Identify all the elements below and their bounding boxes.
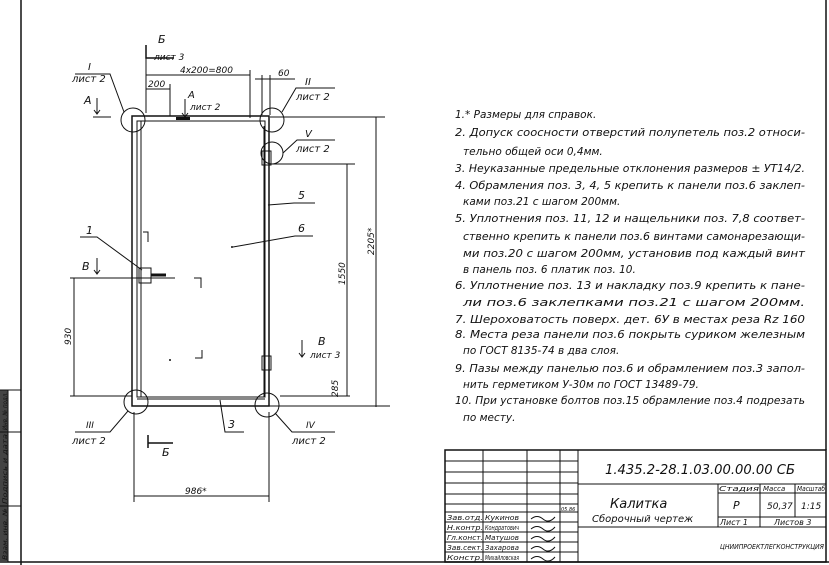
note-line: по месту. (463, 412, 515, 424)
signature-role: Зав.отд. (447, 514, 483, 522)
signature-role: Зав.сект. (447, 544, 483, 552)
title-block: 1.435.2-28.1.03.00.00.00 СБ Калитка Сбор… (444, 449, 827, 563)
position-1: 1 (86, 224, 93, 237)
signature-mark (530, 556, 556, 562)
side-stamp-replace: Взам. инв. № (2, 508, 9, 560)
note-line: 1.* Размеры для справок. (455, 109, 596, 121)
side-stamp: Инв. № подл. Подпись и дата Взам. инв. № (0, 389, 21, 562)
note-line: тельно общей оси 0,4мм. (463, 146, 603, 158)
note-line: нить герметиком У-30м по ГОСТ 13489-79. (463, 379, 699, 391)
doc-type: Сборочный чертеж (592, 513, 693, 525)
signature-mark (530, 536, 556, 542)
note-line: ственно крепить к панели поз.6 винтами с… (463, 231, 805, 243)
callout-ii-sheet: лист 2 (295, 92, 330, 103)
technical-notes: 1.* Размеры для справок. 2. Допуск соосно… (455, 109, 806, 424)
dim-285: 285 (331, 380, 341, 397)
callout-b-top: Б (158, 33, 166, 46)
note-line: 9. Пазы между панелью поз.6 и обрамление… (455, 363, 805, 375)
side-stamp-inv: Инв. № подл. (2, 392, 9, 430)
side-stamp-sign: Подпись и дата (2, 434, 9, 504)
signature-mark (530, 516, 556, 522)
dim-60: 60 (278, 69, 290, 79)
callout-v-sheet: лист 2 (295, 144, 330, 155)
organization: ЦНИИПРОЕКТЛЕГКОНСТРУКЦИЯ (720, 543, 824, 551)
designation: 1.435.2-28.1.03.00.00.00 СБ (605, 463, 795, 478)
note-line: ли поз.6 заклепками поз.21 с шагом 200мм… (462, 297, 805, 309)
note-line: в панель поз. 6 платик поз. 10. (463, 264, 636, 276)
signature-mark (530, 526, 556, 532)
signature-name: Кукинов (485, 514, 519, 522)
callout-iv-sheet: лист 2 (291, 436, 326, 447)
callout-i-sheet: лист 2 (71, 74, 106, 85)
note-line: 10. При установке болтов поз.15 обрамлен… (455, 395, 805, 407)
dim-2205: 2205* (367, 227, 377, 255)
section-callouts: Б лист 3 I лист 2 II лист 2 V лист 2 III… (70, 33, 341, 459)
sheet-number: Лист 1 (719, 518, 748, 527)
callout-b-bottom: Б (162, 446, 170, 459)
drawing-name: Калитка (610, 497, 667, 512)
callout-b-top-sheet: лист 3 (153, 53, 185, 63)
callout-v-right-sheet: лист 3 (309, 351, 341, 361)
signature-name: Матушов (485, 534, 519, 542)
callout-i: I (88, 62, 91, 73)
callout-iii-sheet: лист 2 (71, 436, 106, 447)
callout-a-left: А (83, 94, 92, 107)
note-line: 6. Уплотнение поз. 13 и накладку поз.9 к… (455, 280, 805, 292)
stage-value: Р (733, 499, 740, 512)
callout-ii: II (305, 77, 311, 88)
position-leaders: 1 5 6 3 (80, 189, 315, 433)
mass-label: Масса (763, 485, 785, 493)
callout-iii: III (86, 421, 94, 431)
note-line: по ГОСТ 8135-74 в два слоя. (463, 345, 619, 357)
position-5: 5 (298, 189, 305, 202)
dimensions: 4x200=800 200 60 2205* 1550 285 930 986* (64, 58, 390, 502)
scale-label: Масштаб (797, 485, 826, 493)
signature-role: Констр. (447, 554, 483, 562)
callout-a-top-sheet: лист 2 (189, 103, 221, 113)
dim-200: 200 (148, 80, 165, 90)
door-frame (131, 115, 330, 407)
signature-mark (530, 546, 556, 552)
scale-value: 1:15 (801, 502, 821, 512)
callout-iv: IV (306, 421, 316, 431)
dim-pitch: 4x200=800 (180, 66, 233, 76)
stage-label: Стадия (719, 485, 759, 493)
callout-v-right: В (318, 335, 326, 348)
approval-date: 05.86 (561, 507, 575, 513)
note-line: 3. Неуказанные предельные отклонения раз… (455, 163, 805, 175)
dim-930: 930 (64, 328, 74, 345)
signature-rows: Зав.отд.КукиновН.контр.КондратовичГл.кон… (447, 514, 556, 562)
note-line: ками поз.21 с шагом 200мм. (463, 196, 620, 208)
note-line: 7. Шероховатость поверх. дет. 6У в места… (455, 314, 805, 326)
sheet-count: Листов 3 (773, 518, 812, 527)
dim-1550: 1550 (338, 262, 348, 285)
note-line: 8. Места реза панели поз.6 покрыть сурик… (455, 329, 805, 341)
callout-v-left: В (82, 260, 90, 273)
signature-role: Н.контр. (447, 524, 483, 532)
signature-name: Захарова (485, 544, 519, 552)
note-line: 2. Допуск соосности отверстий полупетель… (455, 127, 805, 139)
note-line: ми поз.20 с шагом 200мм, установив под к… (463, 248, 806, 260)
callout-v: V (305, 129, 313, 140)
position-6: 6 (298, 222, 305, 235)
note-line: 5. Уплотнения поз. 11, 12 и нащельники п… (455, 213, 805, 225)
note-line: 4. Обрамления поз. 3, 4, 5 крепить к пан… (455, 180, 805, 192)
signature-role: Гл.конст. (447, 534, 483, 542)
mass-value: 50,37 (767, 502, 793, 512)
detail-circles (75, 73, 335, 433)
position-3: 3 (228, 418, 235, 431)
signature-name: Михайловская (485, 554, 519, 562)
callout-a-top: А (187, 90, 195, 101)
dim-986: 986* (185, 487, 207, 497)
signature-name: Кондратович (485, 524, 519, 532)
